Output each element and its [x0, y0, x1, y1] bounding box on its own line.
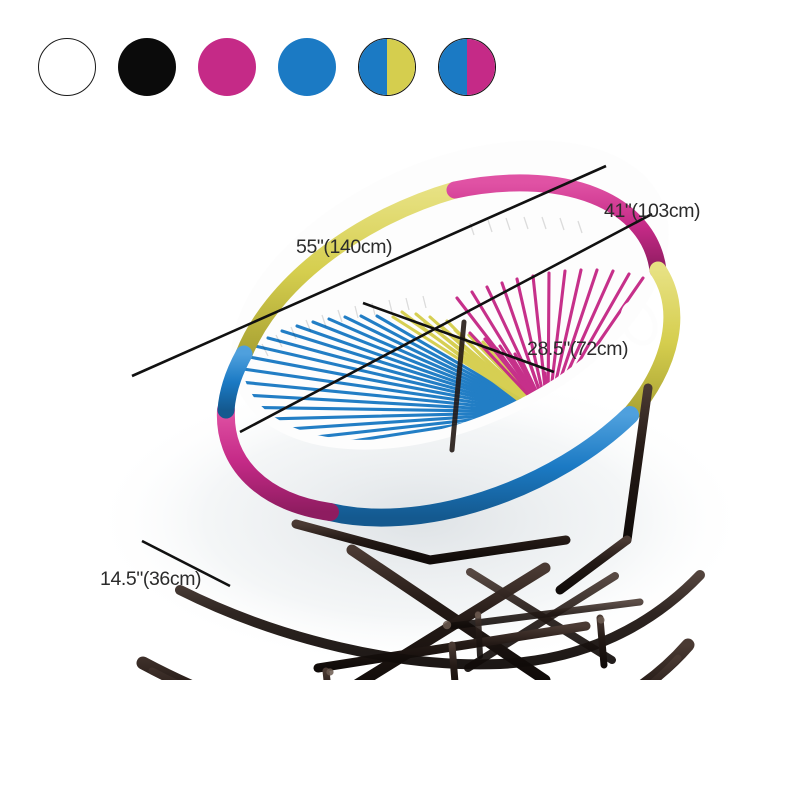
rocker-riser-left: [322, 667, 331, 680]
chair-frame: [136, 383, 705, 680]
rocker-riser-mid: [448, 641, 459, 680]
rocker-riser-right: [596, 614, 608, 669]
joint-bolt: [597, 616, 605, 624]
color-swatch-blue[interactable]: [278, 38, 336, 96]
frame-rear-right-leg: [555, 535, 632, 595]
swatch-half-left: [439, 39, 467, 95]
frame-x-leg-b: [353, 562, 551, 680]
rocker-runner-rear: [175, 570, 705, 670]
joint-bolt: [442, 620, 452, 630]
joint-bolt: [326, 668, 334, 676]
swatch-half-right: [467, 39, 495, 95]
frame-seat-cradle: [291, 519, 571, 565]
product-photo: [0, 120, 800, 680]
rim-segment-blue-bottom: [321, 406, 639, 527]
rocker-riser-rear: [475, 611, 483, 659]
color-swatch-blue-rose-red[interactable]: [438, 38, 496, 96]
color-swatch-row: [38, 38, 498, 100]
swatch-half-left: [359, 39, 387, 95]
frame-x-leg-d: [464, 572, 619, 672]
color-swatch-blue-yellow[interactable]: [358, 38, 416, 96]
frame-stretcher-rear: [448, 598, 644, 630]
swatch-half-right: [387, 39, 415, 95]
rim-segment-pink-bottom: [216, 401, 339, 521]
color-swatch-black[interactable]: [118, 38, 176, 96]
color-swatch-white[interactable]: [38, 38, 96, 96]
color-swatch-rose-red[interactable]: [198, 38, 256, 96]
frame-joint-hardware: [326, 611, 605, 676]
joint-bolt: [474, 611, 482, 619]
